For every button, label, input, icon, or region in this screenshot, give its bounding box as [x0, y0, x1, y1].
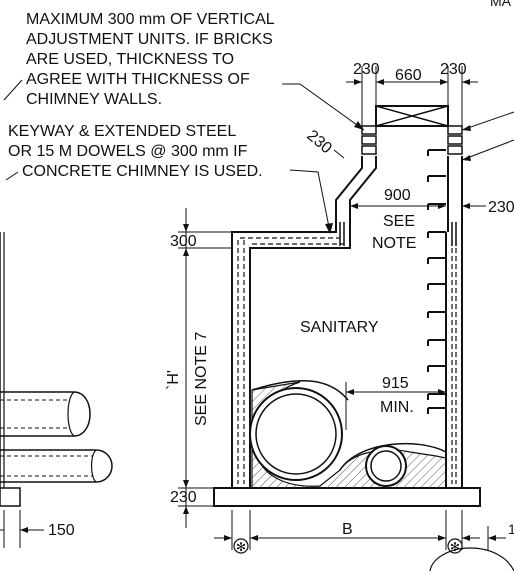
cone-wall-dimension: 230	[303, 127, 345, 159]
dimension-cone-wall: 230	[303, 127, 334, 157]
dimension-right-fragment: 1	[508, 521, 514, 537]
circle-mark-icon	[233, 538, 249, 554]
height-symbol: `H'	[165, 370, 182, 390]
left-partial-view: 150	[0, 232, 113, 548]
note-line: ARE USED, THICKNESS TO	[26, 51, 234, 68]
note-line: CHIMNEY WALLS.	[26, 91, 162, 108]
dimension-top-mid: 660	[395, 67, 422, 84]
dimension-915: 915	[382, 375, 409, 392]
dimension-top-left: 230	[353, 61, 380, 78]
note-line: AGREE WITH THICKNESS OF	[26, 71, 250, 88]
note-line: CONCRETE CHIMNEY IS USED.	[22, 163, 263, 180]
see-note-line: SEE	[383, 213, 415, 230]
pipe-upper	[0, 391, 91, 437]
invert-width-dimension: 915 MIN.	[345, 375, 446, 430]
see-note-7: SEE NOTE 7	[193, 332, 210, 426]
dimension-min: MIN.	[380, 399, 414, 416]
dimension-top-right: 230	[440, 61, 467, 78]
note-line: ADJUSTMENT UNITS. IF BRICKS	[26, 31, 273, 48]
dimension-b: B	[342, 521, 353, 538]
dimension-230-base: 230	[170, 489, 197, 506]
dimension-230-right: 230	[488, 199, 514, 216]
circle-mark-glyph: ✻	[236, 540, 246, 554]
right-edge-leaders: 230	[461, 111, 514, 216]
ladder-rungs	[427, 149, 446, 414]
dimension-150-label: 150	[48, 522, 75, 539]
bench-width-dimension: 900 SEE NOTE	[350, 187, 446, 252]
manhole-structure	[213, 105, 481, 507]
circle-mark-glyph: ✻	[450, 540, 460, 554]
pipe-lower	[0, 449, 113, 483]
dimension-900: 900	[384, 187, 411, 204]
corner-text-fragment: MA	[490, 0, 512, 9]
note-vertical-adjustment: MAXIMUM 300 mm OF VERTICAL ADJUSTMENT UN…	[3, 11, 365, 131]
chamber-label: SANITARY	[300, 319, 379, 336]
dimension-150: 150	[0, 510, 75, 548]
left-vertical-dimensions: 300 230 `H' SEE NOTE 7	[165, 208, 232, 528]
note-keyway: KEYWAY & EXTENDED STEEL OR 15 M DOWELS @…	[5, 123, 333, 234]
width-dimension-b: B 1 ✻ ✻	[214, 510, 514, 571]
note-line: MAXIMUM 300 mm OF VERTICAL	[26, 11, 275, 28]
see-note-line: NOTE	[372, 235, 416, 252]
dimension-300: 300	[170, 233, 197, 250]
note-line: KEYWAY & EXTENDED STEEL	[8, 123, 236, 140]
note-line: OR 15 M DOWELS @ 300 mm IF	[8, 143, 248, 160]
